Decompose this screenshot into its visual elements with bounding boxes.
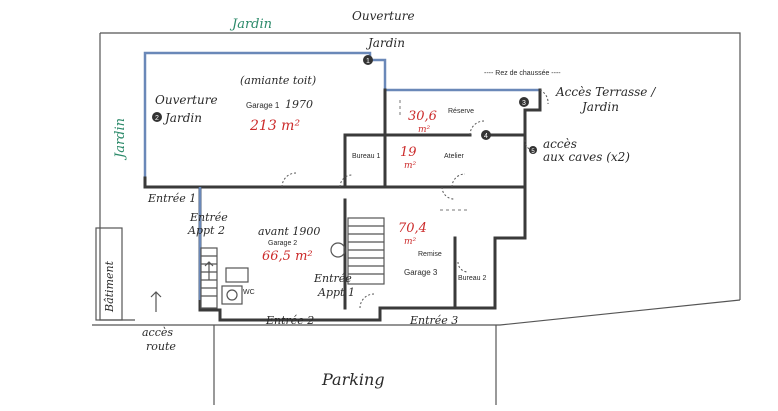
remise-name: Remise: [418, 251, 442, 258]
door-reserve: [469, 120, 485, 136]
label-entree-appt1-line1: Entrée: [313, 272, 352, 285]
door-bureau2: [457, 261, 469, 273]
garage1-outer-wall: [143, 51, 540, 178]
label-parking: Parking: [321, 370, 385, 389]
atelier-area-value: 19: [400, 145, 417, 160]
staircase-appt2: [200, 247, 218, 309]
marker-3: 3: [519, 97, 529, 107]
label-acces-caves-line2: aux caves (x2): [543, 150, 630, 164]
reserve-area-value: 30,6: [408, 109, 437, 124]
bureau2-name: Bureau 2: [458, 275, 487, 282]
atelier-area-unit: m²: [404, 161, 417, 171]
label-rez-de-chaussee: ---- Rez de chaussée ----: [484, 70, 561, 77]
garage1-bottom-wall: [143, 88, 542, 189]
garage2-name: Garage 2: [268, 240, 297, 247]
remise-area-unit: m²: [404, 237, 417, 247]
label-entree-appt2-line1: Entrée: [189, 211, 228, 224]
marker-1: 1: [363, 55, 373, 65]
door-terrasse: [539, 89, 549, 105]
lower-building-wall: [198, 185, 527, 322]
bureau1-wall: [343, 133, 387, 189]
svg-text:2: 2: [155, 115, 159, 122]
staircase-appt1: [330, 217, 385, 285]
garage2-area: 66,5 m²: [262, 249, 313, 264]
label-ouverture-jardin-left-line1: Ouverture: [155, 93, 218, 107]
door-garage1-top: [281, 172, 297, 188]
garage2-note: avant 1900: [258, 225, 320, 238]
garage3-name: Garage 3: [404, 268, 438, 277]
door-garage1-mid: [339, 174, 353, 188]
door-atelier: [451, 173, 466, 188]
door-remise: [441, 186, 455, 200]
street-boundary: [92, 299, 741, 326]
svg-text:4: 4: [484, 133, 488, 140]
label-entree-appt1-line2: Appt 1: [317, 286, 355, 299]
garage1-note: (amiante toit): [240, 74, 316, 87]
label-ouverture-jardin-top-line2: Jardin: [365, 36, 405, 50]
wc-label: WC: [243, 289, 255, 296]
label-jardin-left: Jardin: [113, 118, 128, 161]
batiment-strip: [95, 227, 123, 321]
marker-4: 4: [481, 130, 491, 140]
bureau1-name: Bureau 1: [352, 153, 381, 160]
door-entree3: [359, 293, 375, 309]
label-ouverture-jardin-left-line2: Jardin: [162, 111, 202, 125]
marker-2: 2: [152, 112, 162, 122]
acces-route-arrow: [150, 291, 162, 312]
label-batiment: Bâtiment: [103, 260, 116, 313]
garage1-area: 213 m²: [249, 118, 300, 134]
wc-fixtures: [221, 267, 249, 305]
label-acces-route-line1: accès: [142, 326, 173, 339]
svg-text:1: 1: [366, 58, 370, 65]
atelier-name: Atelier: [444, 153, 465, 160]
label-entree-1: Entrée 1: [147, 192, 196, 205]
svg-text:5: 5: [531, 149, 535, 155]
reserve-name: Réserve: [448, 108, 474, 115]
label-entree-3: Entrée 3: [409, 314, 458, 327]
label-ouverture-jardin-top-line1: Ouverture: [352, 9, 415, 23]
label-acces-route-line2: route: [146, 340, 176, 353]
remise-area-value: 70,4: [398, 221, 427, 236]
label-entree-appt2-line2: Appt 2: [187, 224, 225, 237]
label-acces-terrasse-line1: Accès Terrasse /: [555, 85, 657, 99]
label-entree-2: Entrée 2: [265, 314, 314, 327]
marker-5: 5: [529, 146, 537, 155]
label-acces-terrasse-line2: Jardin: [579, 100, 619, 114]
label-jardin-top: Jardin: [229, 17, 272, 32]
garage1-year: 1970: [285, 98, 313, 111]
svg-text:3: 3: [522, 100, 526, 107]
garage1-name: Garage 1: [246, 101, 280, 110]
reserve-area-unit: m²: [418, 125, 431, 135]
label-acces-caves-line1: accès: [543, 137, 577, 151]
